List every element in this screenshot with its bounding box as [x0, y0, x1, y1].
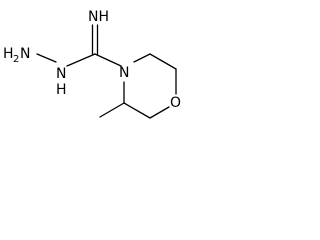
ring-o-label: O [170, 95, 181, 111]
bond-c-nh [66, 53, 96, 67]
atom-labels: NH H 2 N N H N O [3, 9, 181, 111]
bond-lines [36, 24, 177, 119]
bond-c-ring-n [94, 53, 122, 67]
bond-ring-ch2-top-ch2-right [149, 53, 177, 70]
amino-h-label: H [3, 46, 14, 62]
amino-n-label: N [20, 46, 30, 62]
ring-n-label: N [119, 65, 129, 81]
hydrazine-n-label: N [56, 66, 66, 82]
bond-ring-ch2-bottom-ch [123, 102, 151, 119]
imine-nh-label: NH [88, 9, 109, 25]
bond-ring-o-ch2-bottom [149, 106, 170, 119]
amino-subscript-2: 2 [13, 54, 19, 65]
bond-ring-n-ch2-top [133, 53, 151, 63]
bond-ch-methyl [99, 102, 125, 118]
hydrazine-h-label: H [56, 82, 67, 98]
bond-nh-nh2 [36, 53, 57, 63]
chemical-structure: NH H 2 N N H N O [3, 9, 181, 119]
